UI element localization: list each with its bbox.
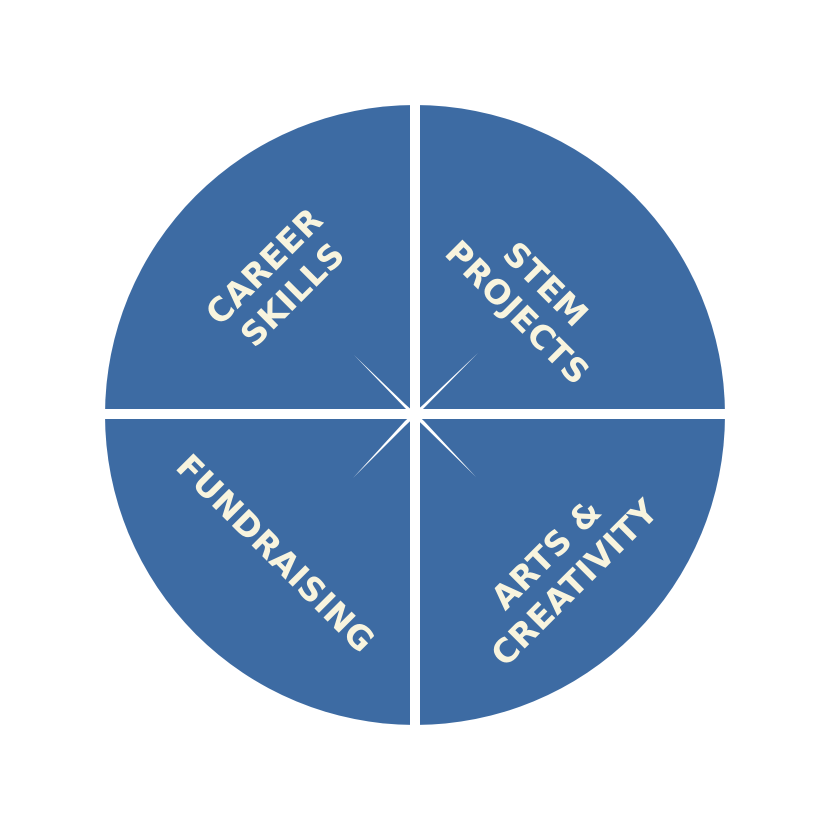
- four-point-star-icon: [353, 353, 478, 478]
